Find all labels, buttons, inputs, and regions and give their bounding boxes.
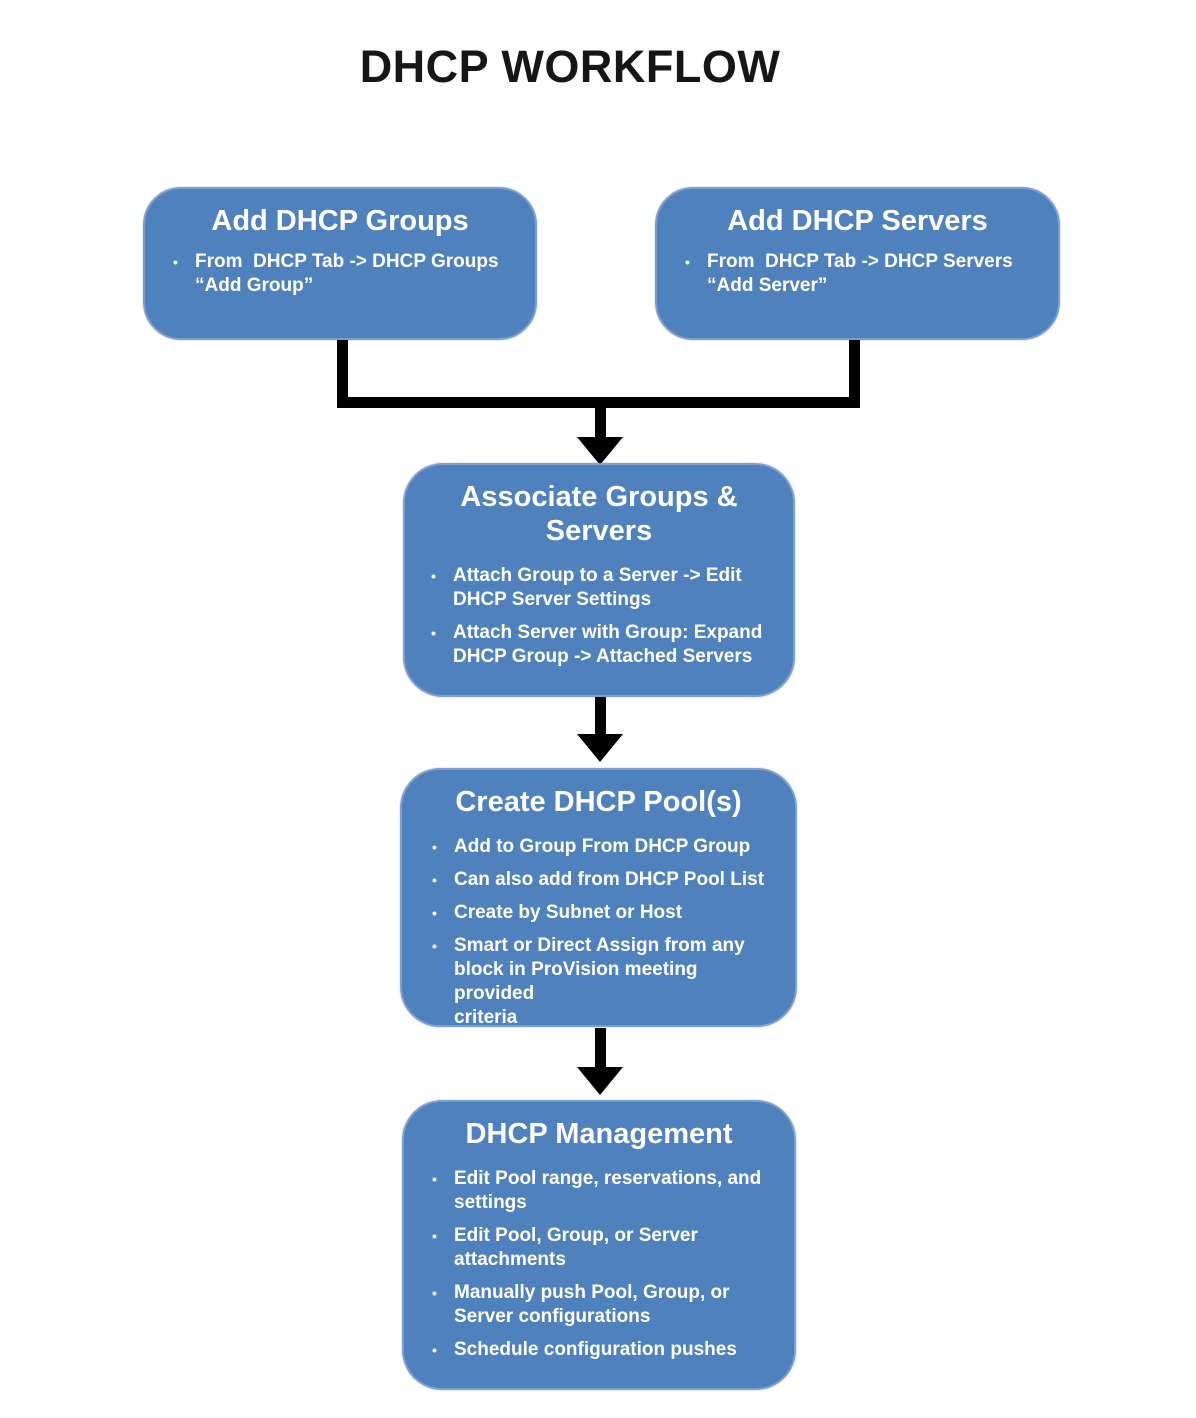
node-add-dhcp-servers-heading: Add DHCP Servers	[727, 205, 988, 237]
bullet-marker: •	[432, 839, 437, 856]
bullet-item: • Add to Group From DHCP Group	[432, 835, 775, 859]
node-pools-bullets: • Add to Group From DHCP Group • Can als…	[402, 835, 795, 1030]
bullet-item: • Attach Server with Group: Expand DHCP …	[431, 621, 773, 669]
arrow-to-pools-shaft	[595, 697, 606, 734]
bullet-marker: •	[431, 568, 436, 585]
connector-merge-bar	[337, 397, 860, 408]
diagram-title: DHCP WORKFLOW	[359, 41, 781, 92]
bullet-marker: •	[432, 872, 437, 889]
node-associate-bullets: • Attach Group to a Server -> Edit DHCP …	[405, 564, 793, 669]
arrow-to-associate-shaft	[595, 406, 606, 437]
node-add-dhcp-groups-bullets: • From DHCP Tab -> DHCP Groups “Add Grou…	[145, 250, 535, 298]
bullet-text: From DHCP Tab -> DHCP Servers “Add Serve…	[707, 251, 1013, 297]
node-create-dhcp-pools: Create DHCP Pool(s) • Add to Group From …	[400, 768, 797, 1030]
node-management-heading: DHCP Management	[465, 1118, 733, 1150]
arrow-to-pools-head-icon	[577, 734, 623, 762]
node-pools-heading: Create DHCP Pool(s)	[455, 786, 742, 818]
bullet-text: Can also add from DHCP Pool List	[454, 869, 765, 891]
bullet-item: • Manually push Pool, Group, or Server c…	[432, 1281, 774, 1329]
bullet-text: Add to Group From DHCP Group	[454, 836, 751, 858]
bullet-text: Attach Server with Group: Expand DHCP Gr…	[453, 622, 763, 668]
bullet-item: • Attach Group to a Server -> Edit DHCP …	[431, 564, 773, 612]
bullet-item: • Can also add from DHCP Pool List	[432, 868, 775, 892]
bullet-text: Edit Pool, Group, or Server attachments	[454, 1225, 698, 1271]
bullet-marker: •	[432, 1171, 437, 1188]
bullet-item: • Schedule configuration pushes	[432, 1338, 774, 1362]
connector-groups-drop-line	[337, 340, 348, 403]
bullet-marker: •	[173, 254, 178, 271]
node-management-bullets: • Edit Pool range, reservations, and set…	[404, 1167, 794, 1362]
bullet-marker: •	[432, 1285, 437, 1302]
bullet-text: Create by Subnet or Host	[454, 902, 683, 924]
bullet-text: Attach Group to a Server -> Edit DHCP Se…	[453, 565, 742, 611]
bullet-item: • Create by Subnet or Host	[432, 901, 775, 925]
bullet-marker: •	[431, 625, 436, 642]
node-dhcp-management: DHCP Management • Edit Pool range, reser…	[402, 1100, 796, 1390]
arrow-to-management-head-icon	[577, 1067, 623, 1095]
arrow-to-management-shaft	[595, 1028, 606, 1067]
bullet-item: • Edit Pool range, reservations, and set…	[432, 1167, 774, 1215]
node-associate-groups-servers: Associate Groups & Servers • Attach Grou…	[403, 463, 795, 697]
bullet-item: • Smart or Direct Assign from any block …	[432, 934, 775, 1030]
bullet-item: • Edit Pool, Group, or Server attachment…	[432, 1224, 774, 1272]
bullet-marker: •	[685, 254, 690, 271]
bullet-marker: •	[432, 938, 437, 955]
node-add-dhcp-servers: Add DHCP Servers • From DHCP Tab -> DHCP…	[655, 187, 1060, 340]
bullet-text: Edit Pool range, reservations, and setti…	[454, 1168, 762, 1214]
bullet-text: Manually push Pool, Group, or Server con…	[454, 1282, 730, 1328]
bullet-item: • From DHCP Tab -> DHCP Groups “Add Grou…	[173, 250, 515, 298]
bullet-marker: •	[432, 1342, 437, 1359]
bullet-marker: •	[432, 1228, 437, 1245]
bullet-item: • From DHCP Tab -> DHCP Servers “Add Ser…	[685, 250, 1038, 298]
bullet-text: From DHCP Tab -> DHCP Groups “Add Group”	[195, 251, 499, 297]
bullet-marker: •	[432, 905, 437, 922]
connector-servers-drop-line	[849, 340, 860, 403]
node-add-dhcp-servers-bullets: • From DHCP Tab -> DHCP Servers “Add Ser…	[657, 250, 1058, 298]
arrow-to-associate-head-icon	[577, 437, 623, 465]
node-add-dhcp-groups: Add DHCP Groups • From DHCP Tab -> DHCP …	[143, 187, 537, 340]
bullet-text: Schedule configuration pushes	[454, 1339, 737, 1361]
node-associate-heading: Associate Groups & Servers	[460, 481, 738, 548]
bullet-text: Smart or Direct Assign from any block in…	[454, 935, 745, 1029]
node-add-dhcp-groups-heading: Add DHCP Groups	[211, 205, 469, 237]
